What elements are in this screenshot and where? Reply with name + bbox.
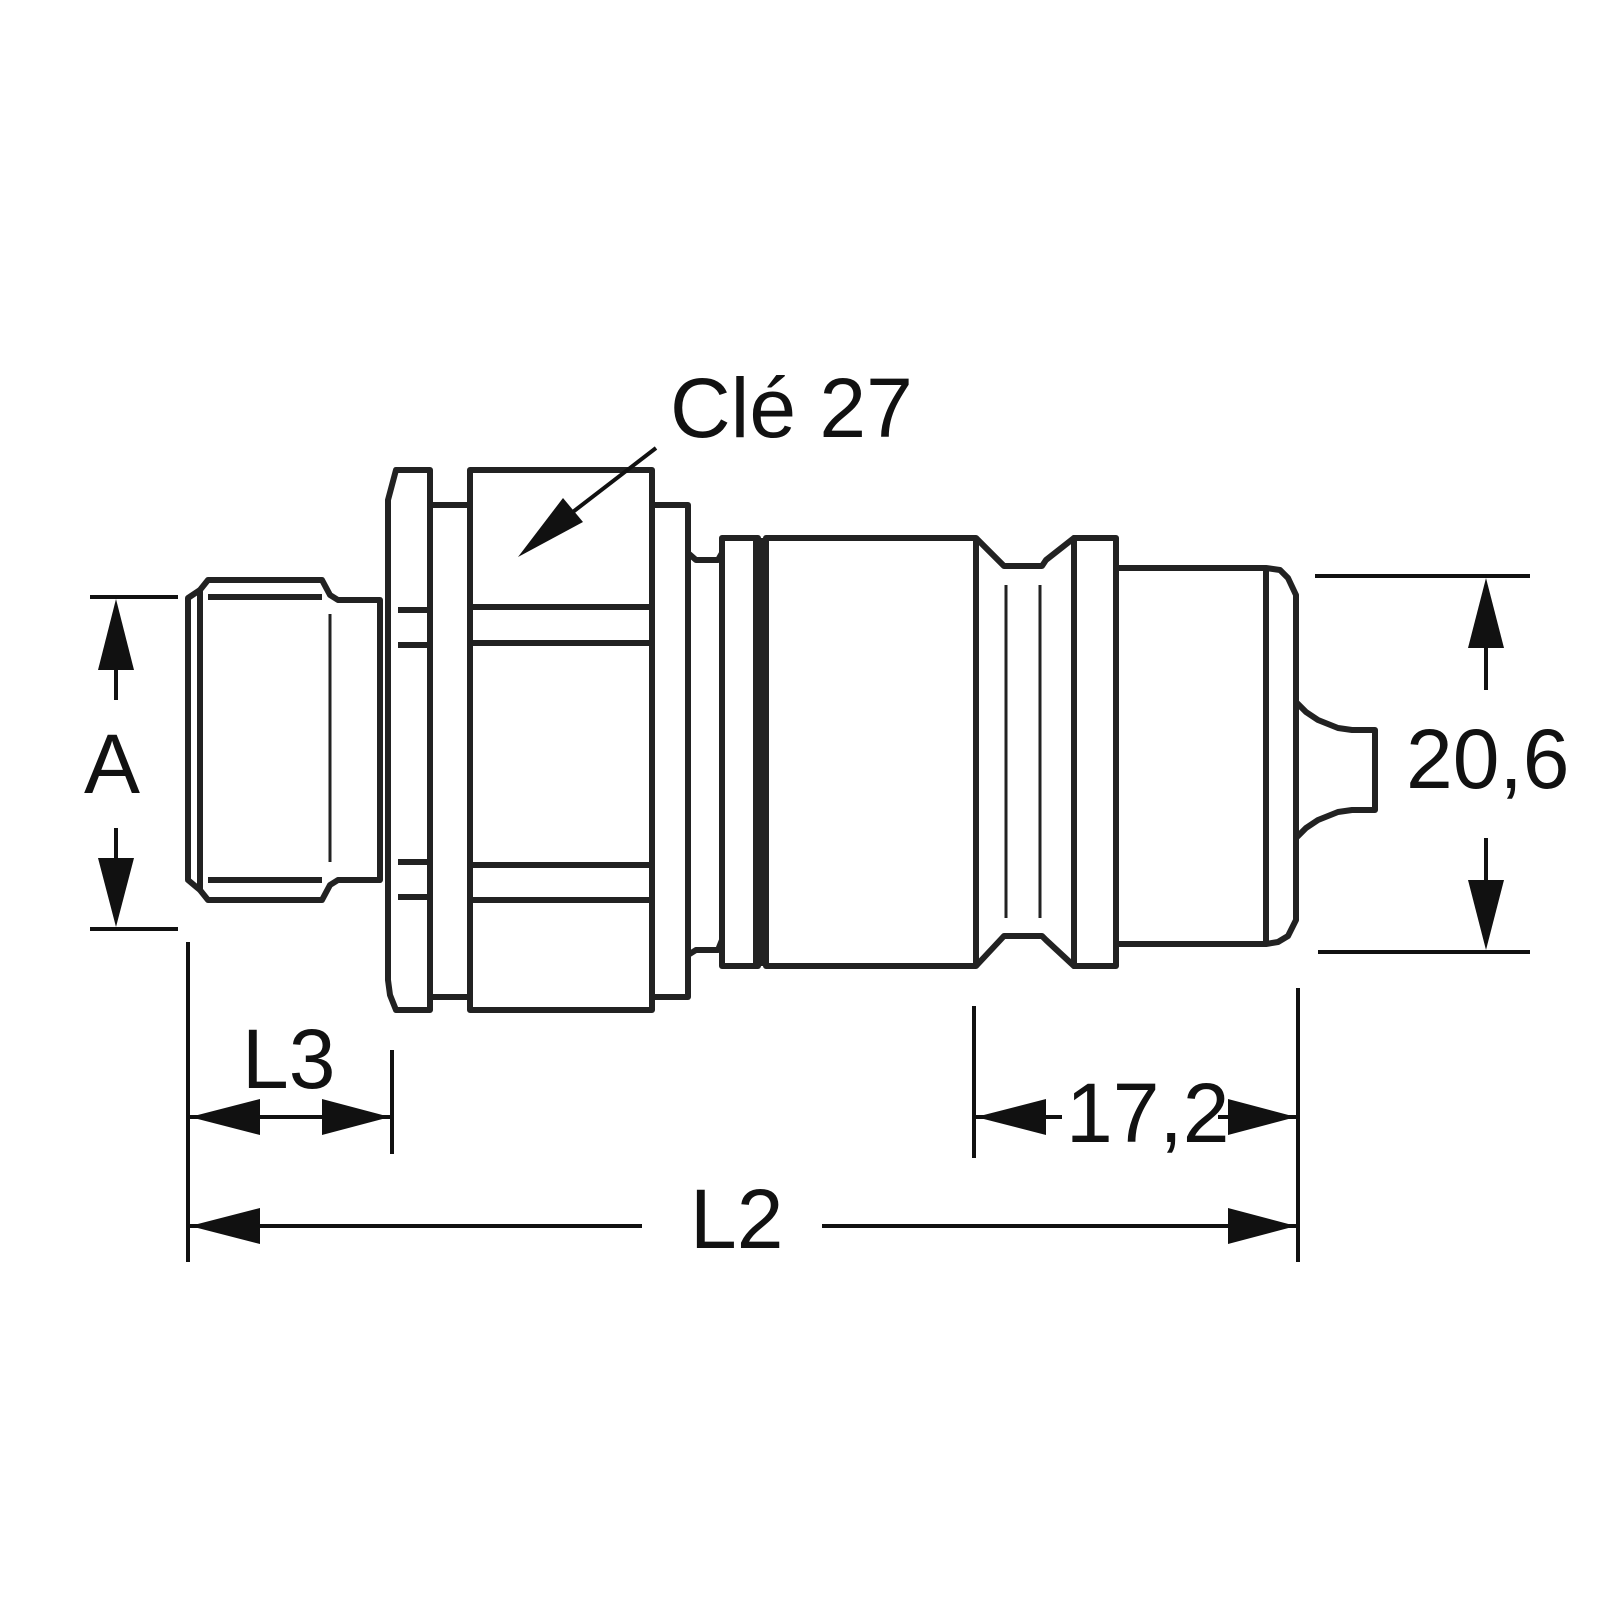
dimension-groove-label: 17,2 [1066,1066,1230,1160]
dimension-diameter: 20,6 [1315,574,1570,954]
wrench-size-callout: Clé 27 [518,361,913,557]
dimension-diameter-label: 20,6 [1406,712,1570,806]
dimension-A: A [84,595,178,931]
dimension-L3-label: L3 [242,1012,335,1106]
dimension-L2: L2 [190,988,1300,1266]
dimension-groove: 17,2 [972,1006,1296,1160]
leader-arrowhead [518,498,583,557]
dimension-A-label: A [84,717,140,811]
dimension-L2-label: L2 [690,1172,783,1266]
dimension-L3: L3 [186,942,394,1262]
wrench-size-label: Clé 27 [670,361,913,455]
coupling-body [185,467,1378,1013]
